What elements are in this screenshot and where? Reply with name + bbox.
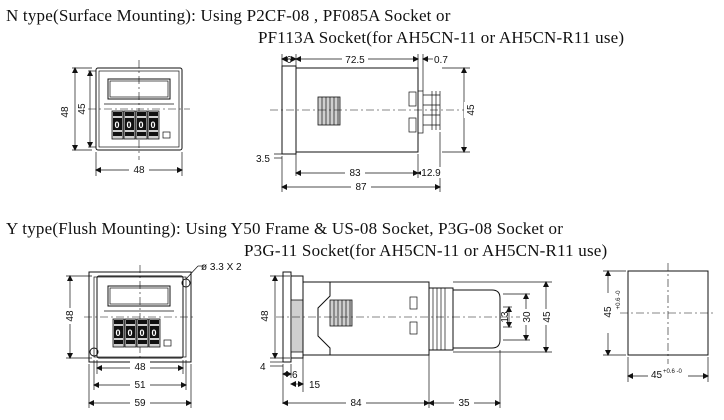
- n-digit-3: 0: [139, 120, 144, 130]
- n-type-title-line1: N type(Surface Mounting): Using P2CF-08 …: [6, 6, 451, 25]
- n-side-d129-label: 12.9: [421, 168, 441, 179]
- n-digit-4: 0: [151, 120, 156, 130]
- y-digit-2: 0: [128, 328, 133, 338]
- y-front-hole-note: ø 3.3 X 2: [201, 262, 242, 273]
- y-front-height-label: 48: [65, 310, 76, 322]
- y-digit-1: 0: [116, 328, 121, 338]
- n-type-title-line2: PF113A Socket(for AH5CN-11 or AH5CN-R11 …: [258, 28, 625, 47]
- y-front-width51-label: 51: [134, 380, 146, 391]
- y-side-d15-label: 15: [309, 380, 321, 391]
- n-side-height-label: 45: [466, 104, 477, 116]
- y-side-d84-label: 84: [350, 398, 362, 409]
- y-side-d30-label: 30: [522, 311, 533, 323]
- n-side-d725-label: 72.5: [345, 55, 365, 66]
- n-type-digit-switches: 0 0 0 0: [111, 110, 171, 140]
- n-front-inner-height-label: 45: [77, 103, 88, 115]
- n-front-width-label: 48: [133, 165, 145, 176]
- y-digit-4: 0: [152, 328, 157, 338]
- y-front-width48-label: 48: [134, 362, 146, 373]
- y-type-title-line2: P3G-11 Socket(for AH5CN-11 or AH5CN-R11 …: [244, 241, 608, 260]
- y-type-front-view: 0 0 0 0 ø 3.3 X 2 48: [63, 262, 242, 409]
- y-digit-3: 0: [140, 328, 145, 338]
- y-side-d4-label: 4: [260, 362, 266, 373]
- cutout-width-label: 45: [651, 370, 663, 381]
- n-front-height-label: 48: [60, 106, 71, 118]
- n-type-front-view: 0 0 0 0 48 45 48: [60, 60, 190, 176]
- n-side-d83-label: 83: [349, 168, 361, 179]
- y-side-height-label: 48: [260, 310, 271, 322]
- y-side-d45-label: 45: [542, 311, 553, 323]
- n-digit-2: 0: [127, 120, 132, 130]
- n-side-d6-label: 6: [286, 55, 292, 66]
- n-side-d87-label: 87: [355, 182, 367, 193]
- panel-cutout: 45 +0.6 -0 45 +0.6 -0: [600, 263, 716, 382]
- y-type-digit-switches: 0 0 0 0: [112, 318, 172, 348]
- n-side-d35-label: 3.5: [256, 154, 270, 165]
- y-side-d35-label: 35: [458, 398, 470, 409]
- y-side-d13-label: 13: [500, 311, 511, 323]
- y-front-width59-label: 59: [134, 398, 146, 409]
- cutout-height-label: 45: [603, 306, 614, 318]
- y-type-side-view: 48 4 6 15 84 35 13: [258, 271, 553, 409]
- cutout-height-tol: +0.6 -0: [616, 290, 622, 310]
- y-type-title-line1: Y type(Flush Mounting): Using Y50 Frame …: [6, 219, 564, 238]
- n-digit-1: 0: [115, 120, 120, 130]
- y-side-d6-label: 6: [292, 370, 298, 381]
- cutout-width-tol: +0.6 -0: [663, 369, 683, 375]
- n-type-side-view: 6 72.5 0.7 45 3.5 83 12.: [256, 53, 477, 193]
- n-side-d07-label: 0.7: [434, 55, 448, 66]
